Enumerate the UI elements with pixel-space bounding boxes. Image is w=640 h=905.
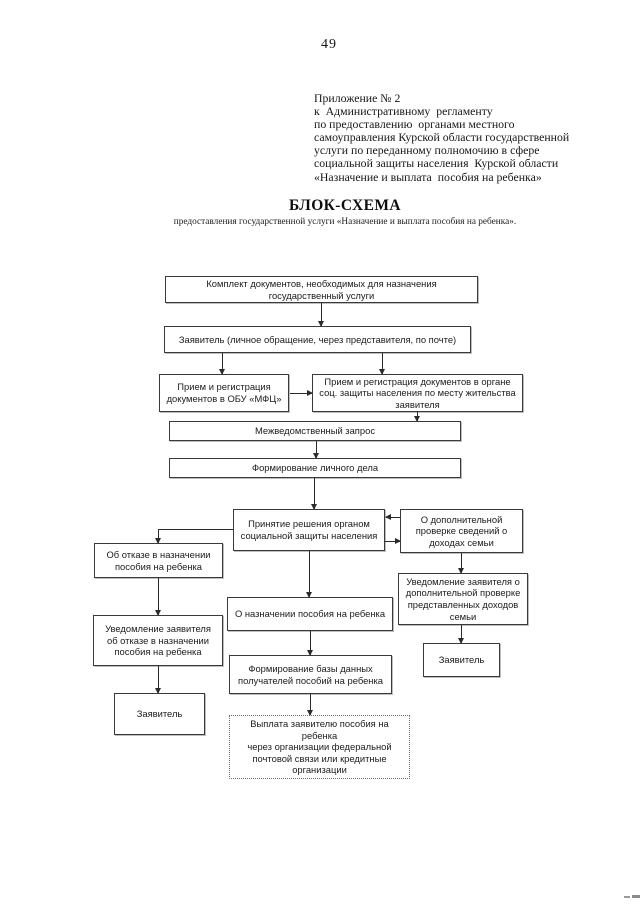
connector-decision-to-refusal (158, 529, 233, 530)
arrow-notification-to-applicant-left (155, 666, 161, 694)
flow-box-refusal: Об отказе в назначении пособия на ребенк… (94, 543, 223, 578)
scan-artifact (632, 895, 640, 898)
flow-box-database: Формирование базы данных получателей пос… (229, 655, 392, 694)
flow-box-appointment: О назначении пособия на ребенка (227, 597, 393, 631)
flow-box-social-reception: Прием и регистрация документов в органе … (312, 374, 523, 412)
arrow-social-to-interagency (414, 412, 420, 422)
flow-box-interagency-request: Межведомственный запрос (169, 421, 461, 441)
flow-box-applicant-right: Заявитель (423, 643, 500, 677)
appendix-note: Приложение № 2 к Административному регла… (314, 91, 570, 184)
flow-box-applicant-left: Заявитель (114, 693, 205, 735)
page-title: БЛОК-СХЕМА (288, 197, 401, 214)
arrow-decision-to-appointment (306, 551, 312, 598)
page-subtitle: предоставления государственной услуги «Н… (173, 217, 517, 227)
arrow-refusal-to-notification (155, 578, 161, 616)
flow-box-document-set: Комплект документов, необходимых для наз… (165, 276, 478, 303)
arrow-decision-to-refusal (155, 529, 161, 544)
arrow-documents-to-applicant (318, 303, 324, 327)
flow-box-applicant-submission: Заявитель (личное обращение, через предс… (164, 326, 471, 353)
flow-box-payment: Выплата заявителю пособия на ребенка чер… (229, 715, 410, 779)
arrow-check-to-notification (458, 553, 464, 574)
flow-box-decision: Принятие решения органом социальной защи… (233, 509, 385, 551)
page-number: 49 (321, 37, 337, 52)
flow-box-personal-file: Формирование личного дела (169, 458, 461, 478)
arrow-notification-to-applicant-right (458, 625, 464, 644)
flow-box-refusal-notification: Уведомление заявителя об отказе в назнач… (93, 615, 223, 666)
arrow-applicant-to-mfc (219, 353, 225, 375)
arrow-personal-file-to-decision (311, 478, 317, 510)
arrow-appointment-to-database (307, 631, 313, 656)
arrow-interagency-to-personal-file (313, 441, 319, 459)
flow-box-check-notification: Уведомление заявителя о дополнительной п… (398, 573, 528, 625)
scan-artifact (624, 896, 630, 898)
arrow-mfc-to-social (290, 390, 313, 396)
arrow-check-to-decision (385, 514, 400, 520)
arrow-applicant-to-social (379, 353, 385, 375)
arrow-decision-to-check (385, 538, 401, 544)
flow-box-mfc-reception: Прием и регистрация документов в ОБУ «МФ… (159, 374, 289, 412)
arrow-database-to-payment (307, 694, 313, 716)
flow-box-additional-check: О дополнительной проверке сведений о дох… (400, 509, 523, 553)
